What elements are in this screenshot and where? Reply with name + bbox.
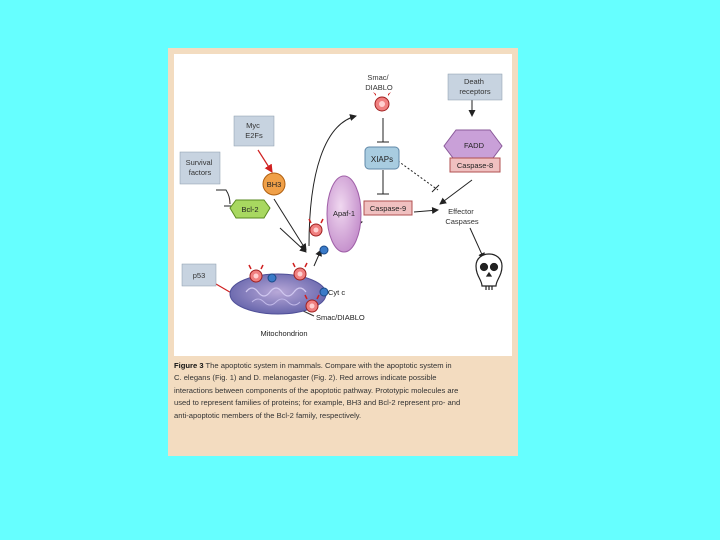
xiaps-label: XIAPs (371, 155, 393, 164)
smac-top-line1: Smac/ (367, 73, 389, 82)
fadd-node: FADD (443, 129, 503, 163)
smac-top-label: Smac/ DIABLO (365, 73, 393, 92)
death-receptors-label: Death receptors (459, 77, 491, 96)
effector-caspases-node: Effector Caspases (445, 207, 479, 226)
figure-panel: Smac/ DIABLO Death receptors Myc (168, 48, 518, 456)
smac-bottom-label: Smac/DIABLO (316, 313, 365, 322)
survival-factors-node: Survival factors (179, 151, 221, 185)
smac-top-node: Smac/ DIABLO (365, 73, 393, 112)
skull-icon (475, 253, 503, 290)
mitochondrion-node: Mitochondrion (229, 273, 327, 338)
bax-bak-icons (248, 218, 324, 313)
myc-line1: Myc (246, 121, 260, 130)
effector-label: Effector Caspases (445, 207, 479, 226)
cytc-icons (267, 245, 329, 297)
death-receptors-line1: Death (464, 77, 484, 86)
survival-line1: Survival (186, 158, 213, 167)
bcl2-node: Bcl-2 (229, 199, 271, 219)
effector-line1: Effector (448, 207, 474, 216)
apoptosis-diagram: Smac/ DIABLO Death receptors Myc (179, 73, 503, 338)
figure-caption: Figure 3 The apoptotic system in mammals… (174, 360, 512, 422)
effector-line2: Caspases (445, 217, 479, 226)
p53-label: p53 (193, 271, 206, 280)
mitochondrion-label: Mitochondrion (260, 329, 307, 338)
caption-line-4: used to represent families of proteins; … (174, 398, 461, 408)
caspase9-node: Caspase-9 (363, 200, 413, 216)
smac-top-line2: DIABLO (365, 83, 393, 92)
survival-factors-label: Survival factors (186, 158, 215, 177)
death-receptors-node: Death receptors (447, 73, 503, 101)
caption-line-2: C. elegans (Fig. 1) and D. melanogaster … (174, 373, 437, 383)
p53-node: p53 (181, 263, 217, 287)
bh3-label: BH3 (267, 180, 282, 189)
caption-line-1: Figure 3 The apoptotic system in mammals… (174, 361, 452, 370)
apaf1-node: Apaf-1 (326, 175, 362, 253)
caspase9-label: Caspase-9 (370, 204, 406, 213)
xiaps-node: XIAPs (364, 146, 400, 170)
caspase8-node: Caspase-8 (449, 157, 501, 173)
bcl2-label: Bcl-2 (241, 205, 258, 214)
caption-figure-label: Figure 3 (174, 361, 204, 370)
myc-e2fs-node: Myc E2Fs (233, 115, 275, 147)
apaf1-label: Apaf-1 (333, 209, 355, 218)
cytc-label: Cyt c (328, 288, 345, 297)
caspase8-label: Caspase-8 (457, 161, 493, 170)
survival-line2: factors (189, 168, 212, 177)
caption-line-5: anti-apoptotic members of the Bcl-2 fami… (174, 410, 362, 420)
death-receptors-line2: receptors (459, 87, 491, 96)
fadd-label: FADD (464, 141, 485, 150)
myc-line2: E2Fs (245, 131, 263, 140)
caption-line-3: interactions between components of the a… (174, 385, 459, 395)
bh3-node: BH3 (262, 172, 286, 196)
diagram-area: Smac/ DIABLO Death receptors Myc (174, 54, 512, 356)
myc-e2fs-label: Myc E2Fs (245, 121, 263, 140)
